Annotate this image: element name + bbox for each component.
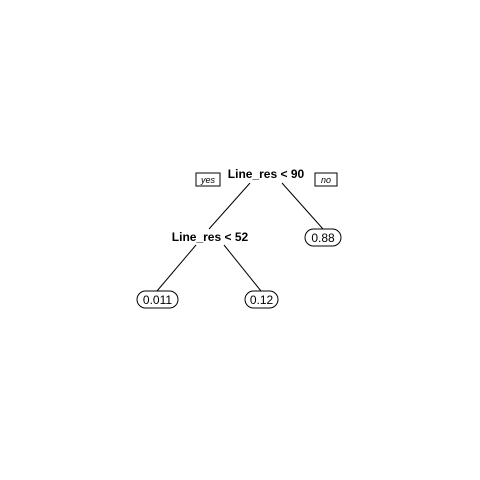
leaf-node-left-left: 0.011 — [136, 290, 179, 309]
yes-branch-tag: yes — [195, 172, 221, 187]
root-split-label: Line_res < 90 — [228, 167, 305, 181]
no-branch-tag: no — [314, 172, 338, 187]
yes-branch-tag-label: yes — [200, 175, 216, 185]
edge-inner-to-left-leaf — [156, 244, 197, 292]
edge-root-to-inner — [208, 182, 251, 230]
leaf-node-left-left-value: 0.011 — [143, 293, 172, 307]
edge-root-to-right-leaf — [281, 182, 324, 230]
no-branch-tag-label: no — [321, 175, 331, 185]
leaf-node-right: 0.88 — [304, 228, 342, 247]
leaf-node-left-right: 0.12 — [244, 290, 279, 309]
leaf-node-right-value: 0.88 — [311, 231, 335, 245]
inner-split-label: Line_res < 52 — [172, 230, 249, 244]
leaf-node-left-right-value: 0.12 — [250, 293, 274, 307]
edge-inner-to-middle-leaf — [223, 244, 262, 292]
